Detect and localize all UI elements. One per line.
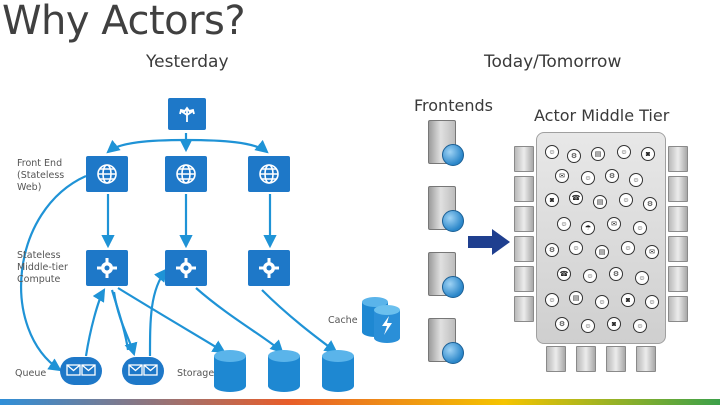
storage-cylinder-1: [214, 350, 246, 392]
compute-node-3: [248, 250, 290, 286]
globe-icon: [442, 342, 464, 364]
actor-icon: ☎: [569, 191, 583, 205]
actor-icon: ☺: [557, 217, 571, 231]
load-balancer-icon: [179, 106, 195, 122]
frontend-server-4: [428, 318, 464, 364]
front-end-node-3: [248, 156, 290, 192]
actor-icon: ◙: [607, 317, 621, 331]
actor-icon: ✉: [645, 245, 659, 259]
actor-icon: ⚙: [605, 169, 619, 183]
rack-server-icon: [514, 176, 534, 202]
actor-icon: ⚙: [643, 197, 657, 211]
actor-icon: ☎: [557, 267, 571, 281]
front-end-node-1: [86, 156, 128, 192]
actor-icon: ☺: [621, 241, 635, 255]
slide-title: Why Actors?: [2, 0, 246, 44]
actor-icon: ☺: [645, 295, 659, 309]
rack-server-icon: [514, 266, 534, 292]
actor-icon: ☺: [633, 221, 647, 235]
actor-icon: ◙: [641, 147, 655, 161]
queue-label: Queue: [15, 368, 47, 379]
queue-1: [60, 357, 102, 385]
actor-icon: ☺: [581, 171, 595, 185]
actor-icon: ✉: [607, 217, 621, 231]
actor-icon: ⚙: [555, 317, 569, 331]
envelope-queue-icon: [60, 357, 102, 385]
front-end-node-2: [165, 156, 207, 192]
rack-server-icon: [514, 296, 534, 322]
globe-icon: [176, 164, 196, 184]
actor-icon: ⚙: [609, 267, 623, 281]
gear-icon: [97, 258, 117, 278]
actor-icon: ▤: [569, 291, 583, 305]
frontend-server-2: [428, 186, 464, 232]
rack-server-icon: [546, 346, 566, 372]
actor-icon: ⚙: [545, 243, 559, 257]
queue-2: [122, 357, 164, 385]
rack-server-icon: [514, 236, 534, 262]
actor-icon: ☺: [633, 319, 647, 333]
actor-icon: ☺: [583, 269, 597, 283]
globe-icon: [259, 164, 279, 184]
actor-icon: ⚙: [567, 149, 581, 163]
frontend-server-3: [428, 252, 464, 298]
rack-server-icon: [514, 146, 534, 172]
actor-middle-tier-heading: Actor Middle Tier: [534, 106, 670, 125]
frontends-heading: Frontends: [414, 96, 493, 115]
gear-icon: [259, 258, 279, 278]
rack-server-icon: [668, 296, 688, 322]
rack-server-icon: [514, 206, 534, 232]
rack-server-icon: [606, 346, 626, 372]
actor-icon: ☂: [581, 221, 595, 235]
actor-icon: ◙: [545, 193, 559, 207]
globe-icon: [442, 210, 464, 232]
actor-icon: ☺: [629, 173, 643, 187]
actor-icon: ▤: [591, 147, 605, 161]
storage-cylinder-2: [268, 350, 300, 392]
actor-icon: ☺: [545, 145, 559, 159]
bottom-accent-strip: [0, 399, 720, 405]
cache-label: Cache: [328, 315, 358, 326]
storage-cylinder-3: [322, 350, 354, 392]
actor-icon: ☺: [569, 241, 583, 255]
actor-icon: ☺: [595, 295, 609, 309]
compute-node-2: [165, 250, 207, 286]
rack-server-icon: [576, 346, 596, 372]
load-balancer: [168, 98, 206, 130]
actor-icon: ☺: [581, 319, 595, 333]
front-end-label: Front End (Stateless Web): [17, 158, 65, 193]
frontend-server-1: [428, 120, 464, 166]
actor-icon: ▤: [595, 245, 609, 259]
cache-icon: [362, 297, 400, 343]
storage-label: Storage: [177, 368, 215, 379]
gear-icon: [176, 258, 196, 278]
compute-node-1: [86, 250, 128, 286]
rack-server-icon: [668, 236, 688, 262]
envelope-queue-icon: [122, 357, 164, 385]
actor-icon: ☺: [545, 293, 559, 307]
rack-server-icon: [668, 176, 688, 202]
today-tomorrow-heading: Today/Tomorrow: [484, 52, 622, 72]
rack-server-icon: [668, 266, 688, 292]
rack-server-icon: [636, 346, 656, 372]
actor-icon: ☺: [635, 271, 649, 285]
right-arrow-icon: [468, 229, 510, 255]
actor-icon: ✉: [555, 169, 569, 183]
actor-icon: ☺: [617, 145, 631, 159]
actor-middle-tier-panel: ☺ ⚙ ▤ ☺ ◙ ✉ ☺ ⚙ ☺ ◙ ☎ ▤ ☺ ⚙ ☺ ☂ ✉ ☺ ⚙ ☺ …: [536, 132, 666, 344]
actor-icon: ▤: [593, 195, 607, 209]
actor-icon: ◙: [621, 293, 635, 307]
middle-tier-label: Stateless Middle-tier Compute: [17, 250, 68, 285]
rack-server-icon: [668, 206, 688, 232]
globe-icon: [442, 276, 464, 298]
yesterday-heading: Yesterday: [146, 52, 229, 72]
globe-icon: [442, 144, 464, 166]
actor-icon: ☺: [619, 193, 633, 207]
rack-server-icon: [668, 146, 688, 172]
globe-icon: [97, 164, 117, 184]
